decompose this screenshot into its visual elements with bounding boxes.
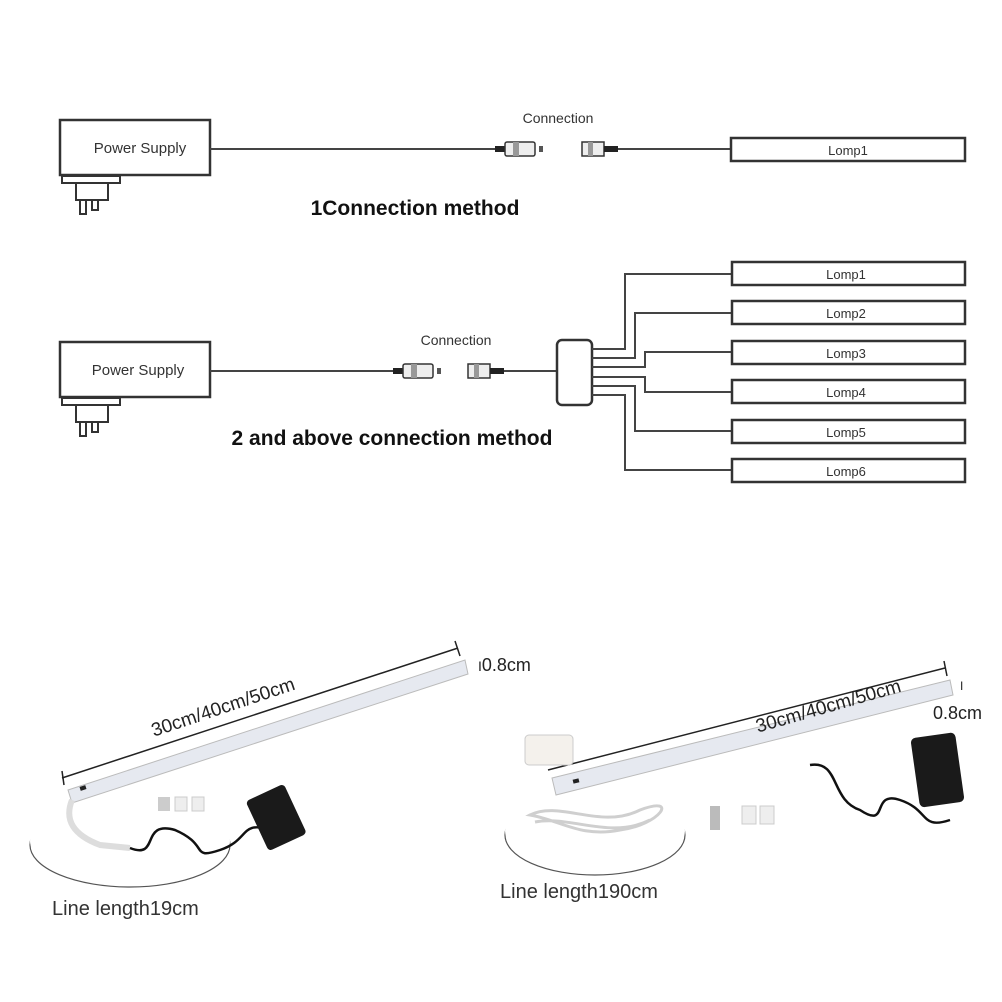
product-photo-left: 30cm/40cm/50cm I0.8cm Line length19cm xyxy=(29,640,531,920)
power-supply-label: Power Supply xyxy=(94,140,187,157)
diagram-caption: 1Connection method xyxy=(311,197,520,220)
led-light-bar xyxy=(551,679,954,796)
lamp-label: Lomp5 xyxy=(826,425,866,440)
female-connector-icon xyxy=(581,141,619,157)
long-cable xyxy=(525,804,664,834)
power-adapter xyxy=(910,732,965,808)
lamp-box: Lomp2 xyxy=(730,299,967,326)
lamp-label: Lomp1 xyxy=(828,143,868,158)
female-connector-icon xyxy=(467,363,505,379)
line-length-label: Line length190cm xyxy=(500,881,658,903)
lamp-box: Lomp3 xyxy=(730,339,967,366)
male-connector-icon xyxy=(494,141,544,157)
lamp-label: Lomp2 xyxy=(826,306,866,321)
thickness-label: I0.8cm xyxy=(478,655,531,675)
lamp-box: Lomp5 xyxy=(730,418,967,445)
lamp-label: Lomp3 xyxy=(826,346,866,361)
line-length-label: Line length19cm xyxy=(52,898,199,920)
power-adapter xyxy=(246,784,306,850)
lamp-label: Lomp6 xyxy=(826,464,866,479)
connection-label: Connection xyxy=(421,332,492,348)
lamp-box xyxy=(729,136,967,163)
product-photo-right: 30cm/40cm/50cm I 0.8cm Line length190cm xyxy=(500,660,982,903)
lamp-box: Lomp1 xyxy=(730,260,967,287)
lamp-box: Lomp6 xyxy=(730,457,967,484)
lamp-label: Lomp1 xyxy=(826,267,866,282)
power-plug-icon xyxy=(61,175,121,215)
multi-connection-diagram: Power Supply Connection Lomp1 Lomp2 Lomp… xyxy=(58,260,967,484)
lamp-box: Lomp4 xyxy=(730,378,967,405)
sensor-switch-box xyxy=(524,734,574,766)
length-dimension-line xyxy=(61,647,459,779)
length-dimension-line xyxy=(547,667,946,771)
lamp-label: Lomp4 xyxy=(826,385,866,400)
power-supply-label: Power Supply xyxy=(92,362,185,379)
thickness-label: 0.8cm xyxy=(933,703,982,723)
led-light-bar xyxy=(67,659,469,804)
short-cable xyxy=(66,798,131,851)
splitter-hub xyxy=(555,338,594,407)
thickness-marker: I xyxy=(960,679,963,693)
power-plug-icon xyxy=(61,397,121,437)
male-connector-icon xyxy=(392,363,442,379)
diagram-caption: 2 and above connection method xyxy=(232,427,553,450)
power-supply-box xyxy=(58,118,212,177)
single-connection-diagram: Power Supply Connection Lomp1 1Connectio… xyxy=(58,110,967,220)
power-supply-box xyxy=(58,340,212,399)
connection-label: Connection xyxy=(523,110,594,126)
